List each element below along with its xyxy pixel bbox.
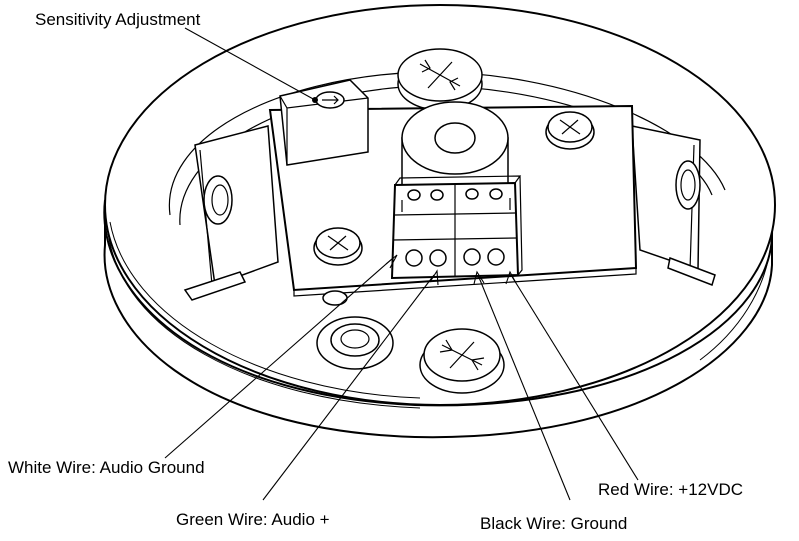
black-wire-leader-line [477,274,571,501]
bottom-screw [419,328,505,394]
sensitivity-leader-dot [312,97,318,103]
red-wire-leader-line [510,274,639,481]
sensitivity-potentiometer [279,79,369,166]
terminal-wire-holes [405,248,505,267]
sensitivity-adjustment-label: Sensitivity Adjustment [35,10,201,29]
red-wire-leader-arrow [505,270,517,285]
right-mount-bracket [631,125,716,286]
green-wire-label: Green Wire: Audio + [176,510,330,529]
white-wire-leader-arrow [385,254,398,269]
sensitivity-leader-line [184,27,316,101]
board-screw-left [313,227,363,266]
green-wire-leader-line [262,274,435,501]
white-wire-leader-line [164,257,394,459]
board-screw-right [545,111,595,150]
black-wire-leader-arrow [473,270,485,285]
white-wire-label: White Wire: Audio Ground [8,458,205,477]
mounting-boss [316,316,394,370]
board-standoff [322,290,348,306]
top-screw [397,48,483,111]
green-wire-leader-arrow [429,269,439,286]
left-mount-bracket [183,125,279,301]
terminal-screws-top [407,188,503,201]
terminal-block [390,175,523,280]
black-wire-label: Black Wire: Ground [480,514,628,533]
red-wire-label: Red Wire: +12VDC [598,480,744,499]
